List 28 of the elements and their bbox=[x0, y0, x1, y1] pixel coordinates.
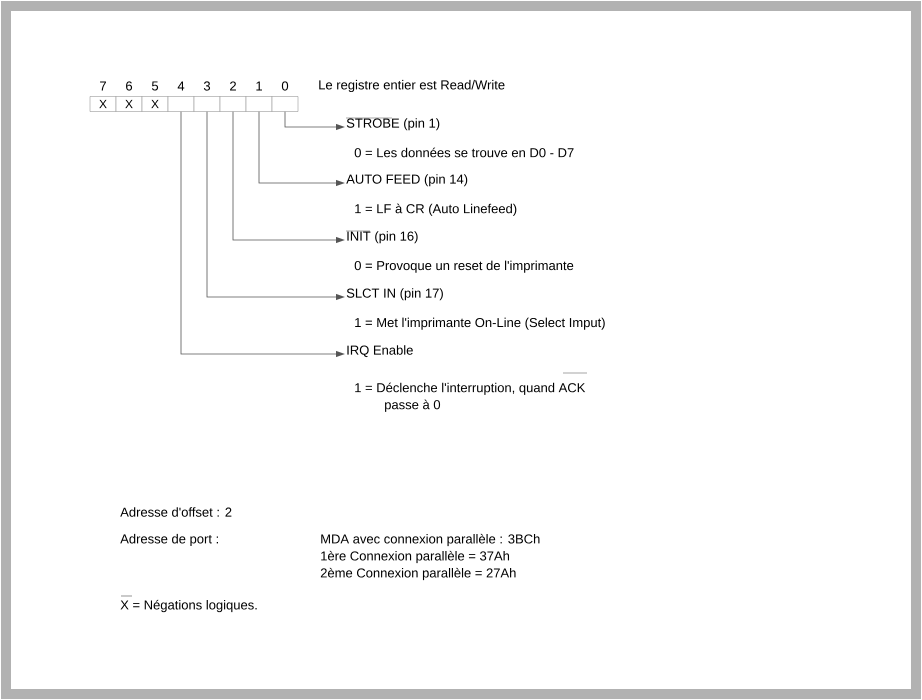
port-address: MDA avec connexion parallèle : 3BCh bbox=[321, 534, 540, 546]
bit-number: 3 bbox=[204, 81, 210, 91]
signal-description: AUTO FEED (pin 14) 1 = LF à CR (Auto Linefeed) bbox=[346, 174, 516, 216]
bit-number: 4 bbox=[178, 82, 184, 90]
register-cell bbox=[272, 96, 298, 112]
legend-note: X = Négations logiques. bbox=[120, 600, 257, 612]
bit-number: 2 bbox=[230, 81, 236, 91]
bit-number: 0 bbox=[282, 81, 288, 91]
register-cell: X bbox=[116, 96, 142, 112]
register-cell: X bbox=[90, 96, 116, 112]
register-cell: X bbox=[142, 96, 168, 112]
signal-description: SLCT IN (pin 17) 1 = Met l'imprimante On-Line (Select Imput) bbox=[346, 288, 605, 330]
signal-description: INIT (pin 16) 0 = Provoque un reset de l'imprimante bbox=[347, 231, 574, 273]
register-cell bbox=[220, 96, 246, 112]
signal-description: IRQ Enable 1 = Déclenche l'interruption, quand ACK passe à 0 bbox=[347, 345, 586, 412]
bit-number: 1 bbox=[256, 82, 262, 90]
offset-address: Adresse d'offset : 2 bbox=[120, 507, 232, 517]
port-address: 1ère Connexion parallèle = 37Ah bbox=[321, 550, 510, 564]
register-cell bbox=[194, 96, 220, 112]
register-cell bbox=[168, 96, 194, 112]
port-address-label: Adresse de port : bbox=[120, 534, 218, 546]
bit-number: 5 bbox=[152, 81, 158, 91]
register-cell bbox=[246, 96, 272, 112]
port-address: 2ème Connexion parallèle = 27Ah bbox=[320, 568, 516, 580]
signal-description: STROBE (pin 1) 0 = Les données se trouve en D0 - D7 bbox=[346, 118, 574, 158]
bit-number: 6 bbox=[126, 81, 132, 91]
bit-number: 7 bbox=[100, 82, 106, 90]
register-note: Le registre entier est Read/Write bbox=[319, 80, 504, 92]
